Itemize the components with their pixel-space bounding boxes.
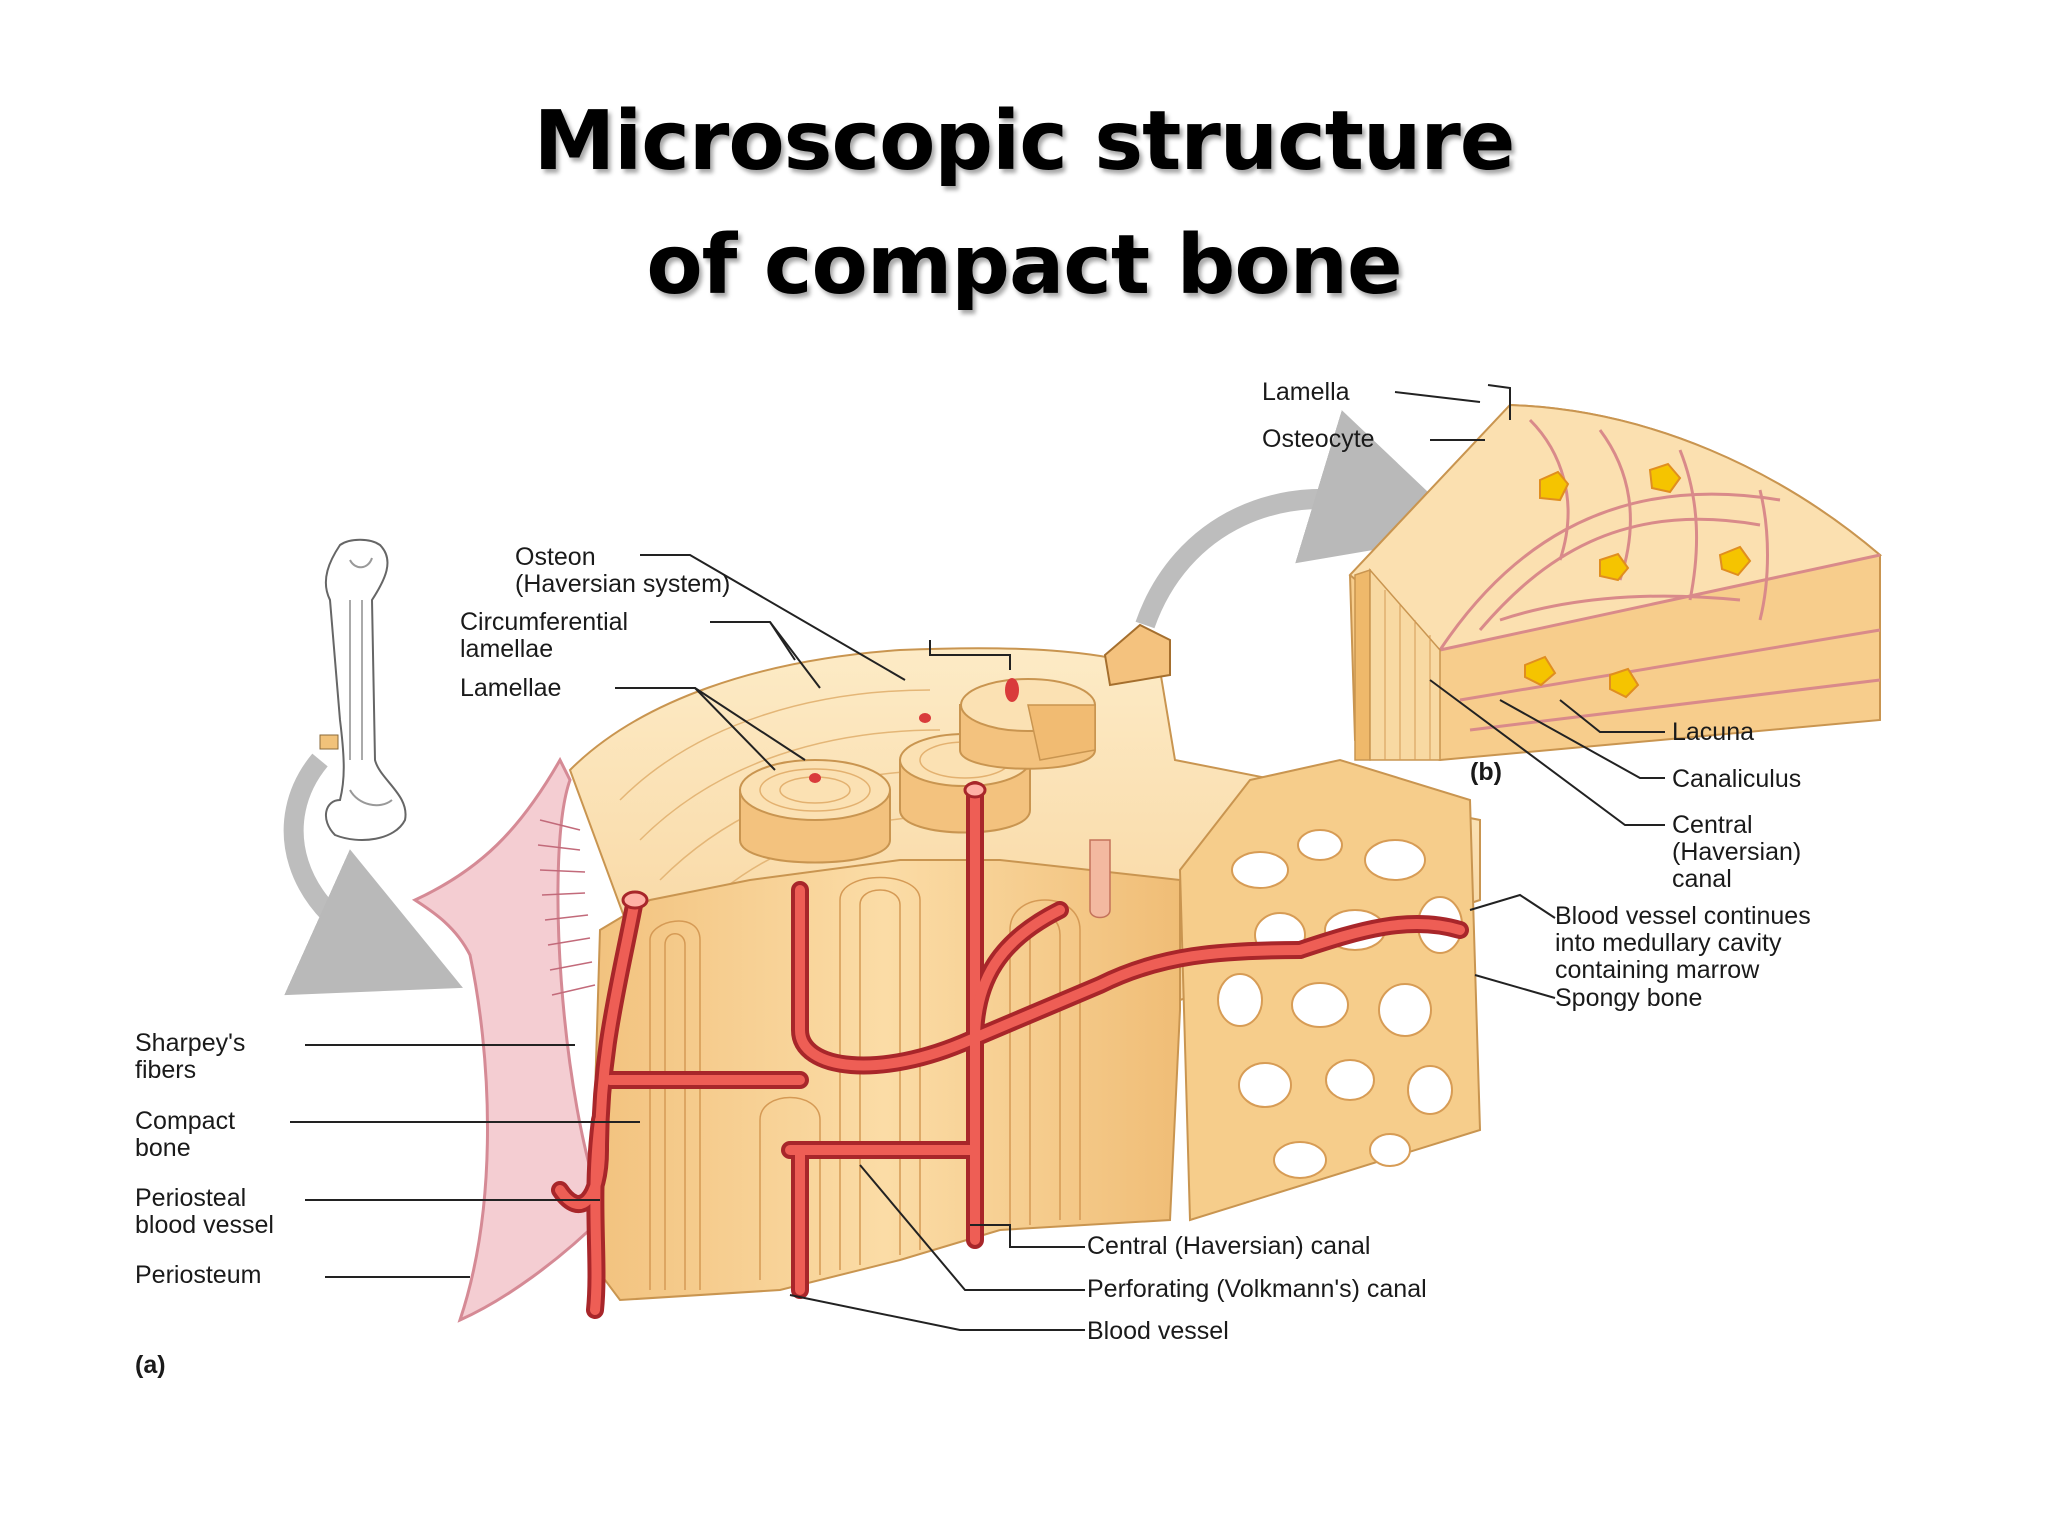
label-perforating-canal: Perforating (Volkmann's) canal bbox=[1087, 1275, 1427, 1303]
label-central-b-canal: canal bbox=[1672, 865, 1732, 893]
title-line-1: Microscopic structure bbox=[533, 94, 1516, 189]
periosteum-layer bbox=[411, 756, 607, 1323]
label-osteocyte: Osteocyte bbox=[1262, 425, 1375, 453]
label-lamellae: Lamellae bbox=[460, 674, 561, 702]
label-bv-marrow: containing marrow bbox=[1555, 956, 1760, 984]
label-blood-vessel: Blood vessel bbox=[1087, 1317, 1229, 1345]
panel-a-labels: Osteon (Haversian system) Circumferentia… bbox=[135, 543, 1811, 1379]
label-periosteal: Periosteal bbox=[135, 1184, 246, 1212]
label-osteon: Osteon bbox=[515, 543, 596, 571]
label-periosteal-blood-vessel: blood vessel bbox=[135, 1211, 274, 1239]
sharpeys-fibers bbox=[537, 819, 596, 996]
osteon-cylinders bbox=[739, 678, 1111, 919]
label-circumferential-lamellae: lamellae bbox=[460, 635, 553, 663]
long-bone-thumbnail bbox=[319, 538, 407, 841]
label-osteon-haversian: (Haversian system) bbox=[515, 570, 730, 598]
arrow-to-panel-a bbox=[283, 753, 463, 996]
spongy-bone-region bbox=[1178, 758, 1482, 1222]
panel-b-osteon-section bbox=[1348, 403, 1883, 762]
label-circumferential: Circumferential bbox=[460, 608, 628, 636]
label-compact: Compact bbox=[135, 1107, 235, 1135]
blood-vessels bbox=[551, 781, 1469, 1319]
panel-b-labels: Lamella Osteocyte Lacuna Canaliculus Cen… bbox=[1262, 378, 1801, 893]
bone-wedge-sample bbox=[1103, 623, 1171, 687]
label-central-canal: Central (Haversian) canal bbox=[1087, 1232, 1370, 1260]
title-line-2: of compact bone bbox=[646, 218, 1402, 313]
label-sharpeys-fibers: fibers bbox=[135, 1056, 196, 1084]
label-sharpeys: Sharpey's bbox=[135, 1029, 245, 1057]
label-lamella: Lamella bbox=[1262, 378, 1350, 406]
label-compact-bone: bone bbox=[135, 1134, 191, 1162]
panel-b-tag: (b) bbox=[1470, 758, 1502, 786]
panel-a-tag: (a) bbox=[135, 1351, 166, 1379]
label-canaliculus: Canaliculus bbox=[1672, 765, 1801, 793]
leader-lines bbox=[290, 384, 1665, 1331]
label-periosteum: Periosteum bbox=[135, 1261, 261, 1289]
label-lacuna: Lacuna bbox=[1672, 718, 1754, 746]
arrow-to-panel-b bbox=[1135, 410, 1472, 629]
bone-front-face bbox=[588, 859, 1181, 1302]
label-central-b: Central bbox=[1672, 811, 1753, 839]
label-bv-continues: Blood vessel continues bbox=[1555, 902, 1811, 930]
label-spongy-bone: Spongy bone bbox=[1555, 984, 1702, 1012]
slide-title: Microscopic structure of compact bone bbox=[0, 80, 2048, 328]
label-central-b-haversian: (Haversian) bbox=[1672, 838, 1801, 866]
label-bv-medullary: into medullary cavity bbox=[1555, 929, 1782, 957]
